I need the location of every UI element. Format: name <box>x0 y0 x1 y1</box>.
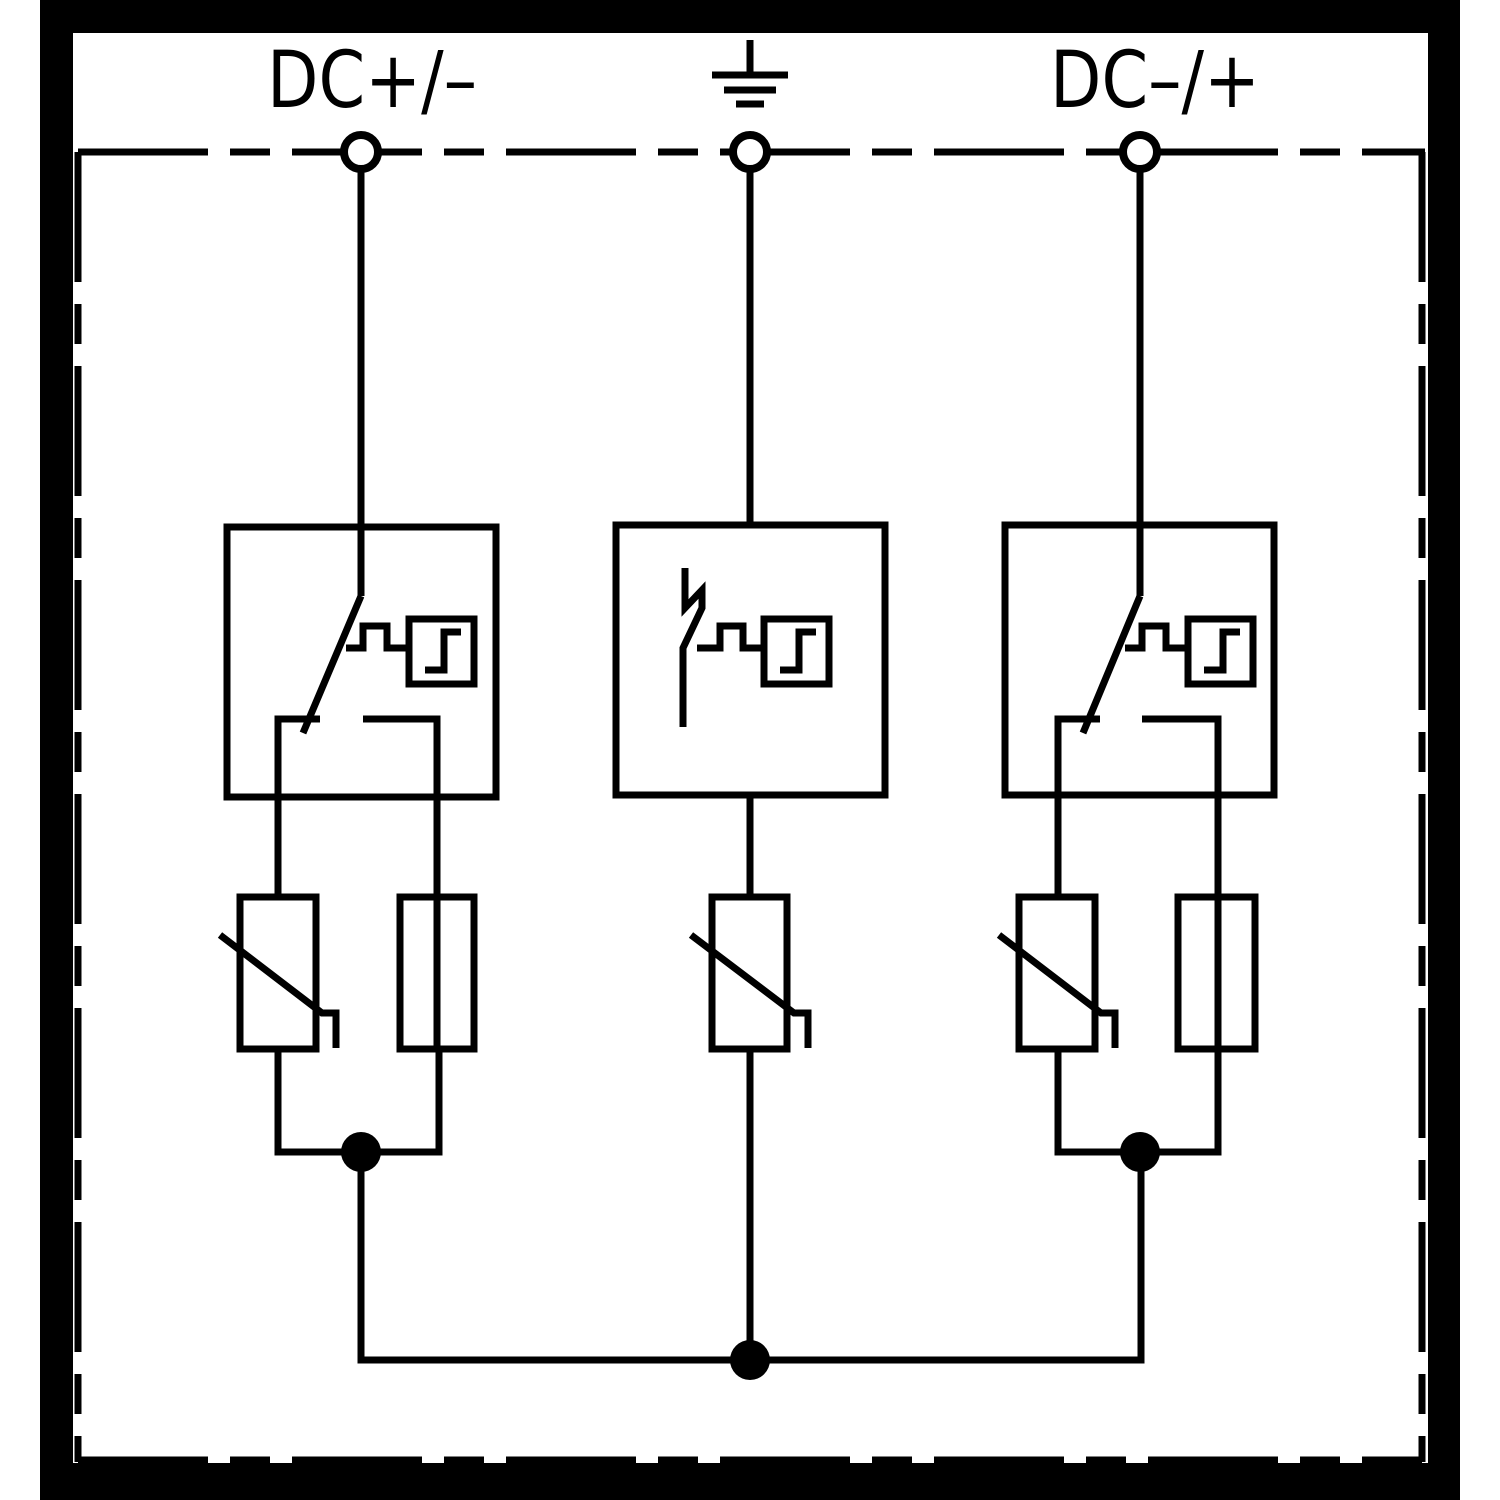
junction-right <box>1120 1132 1160 1172</box>
junction-center <box>730 1340 770 1380</box>
terminal-left[interactable] <box>340 131 382 173</box>
left-disconnector-box <box>223 523 500 801</box>
terminal-label-right: DC–/+ <box>1050 36 1260 126</box>
terminal-label-left: DC+/– <box>267 36 477 126</box>
junction-left <box>341 1132 381 1172</box>
center-disconnect-switch <box>679 568 833 727</box>
terminal-ground[interactable] <box>729 131 771 173</box>
left-thermal-sensor-icon <box>405 615 478 688</box>
ground-symbol-icon <box>712 40 788 108</box>
center-thermal-sensor-icon <box>760 615 833 688</box>
terminal-right[interactable] <box>1119 131 1161 173</box>
right-thermal-sensor-icon <box>1184 615 1257 688</box>
right-disconnector-box <box>1001 521 1278 799</box>
